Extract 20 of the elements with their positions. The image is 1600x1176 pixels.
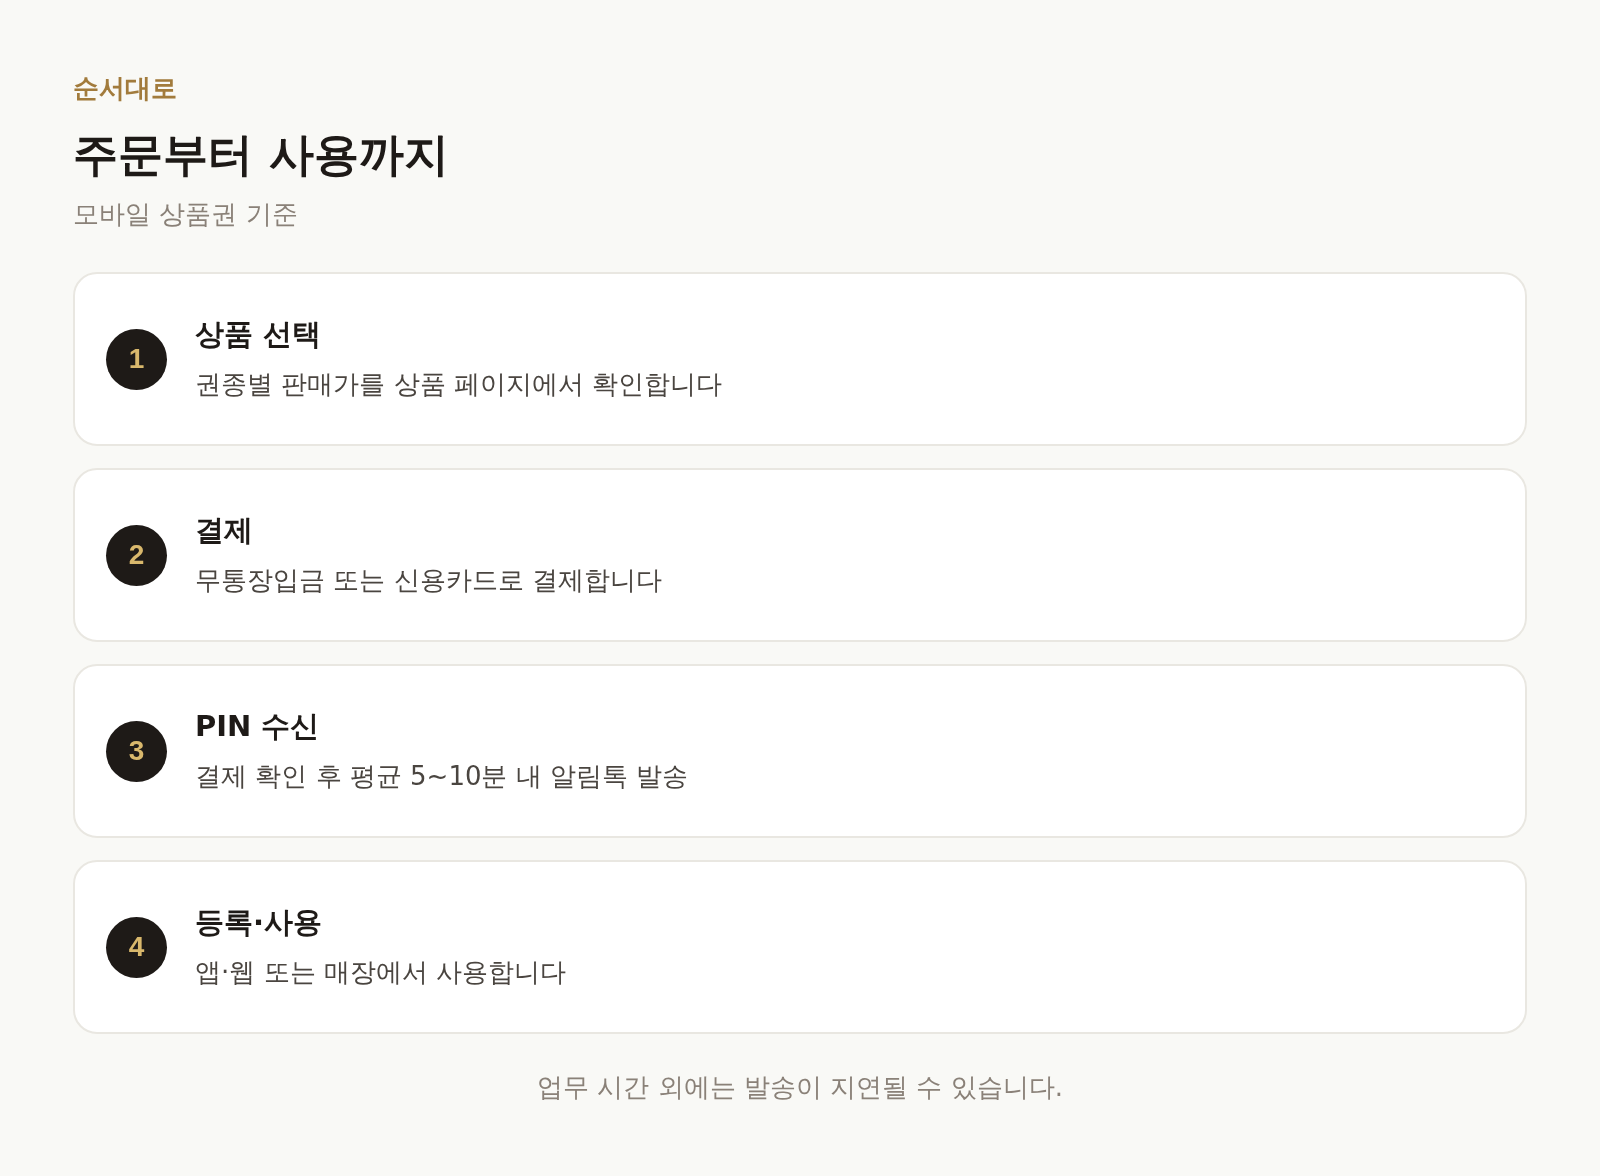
step-description: 권종별 판매가를 상품 페이지에서 확인합니다 (195, 368, 723, 401)
step-number-badge: 4 (106, 916, 167, 978)
step-title: 상품 선택 (195, 316, 322, 353)
step-card (73, 468, 1527, 642)
step-card (73, 664, 1527, 838)
heading: 주문부터 사용까지 (73, 127, 449, 183)
step-description: 결제 확인 후 평균 5~10분 내 알림톡 발송 (195, 760, 689, 793)
subtitle-text: 모바일 상품권 기준 (73, 198, 298, 231)
step-title: 등록·사용 (195, 904, 323, 941)
step-number-badge: 1 (106, 328, 167, 390)
footnote-text: 업무 시간 외에는 발송이 지연될 수 있습니다. (537, 1071, 1063, 1104)
step-number-badge: 3 (106, 720, 167, 782)
step-description: 앱·웹 또는 매장에서 사용합니다 (195, 956, 567, 989)
step-description: 무통장입금 또는 신용카드로 결제합니다 (195, 564, 662, 597)
step-card (73, 272, 1527, 446)
step-title: PIN 수신 (195, 708, 320, 745)
step-card (73, 860, 1527, 1034)
eyebrow-text: 순서대로 (73, 72, 177, 105)
step-number-badge: 2 (106, 524, 167, 586)
step-title: 결제 (195, 512, 253, 549)
